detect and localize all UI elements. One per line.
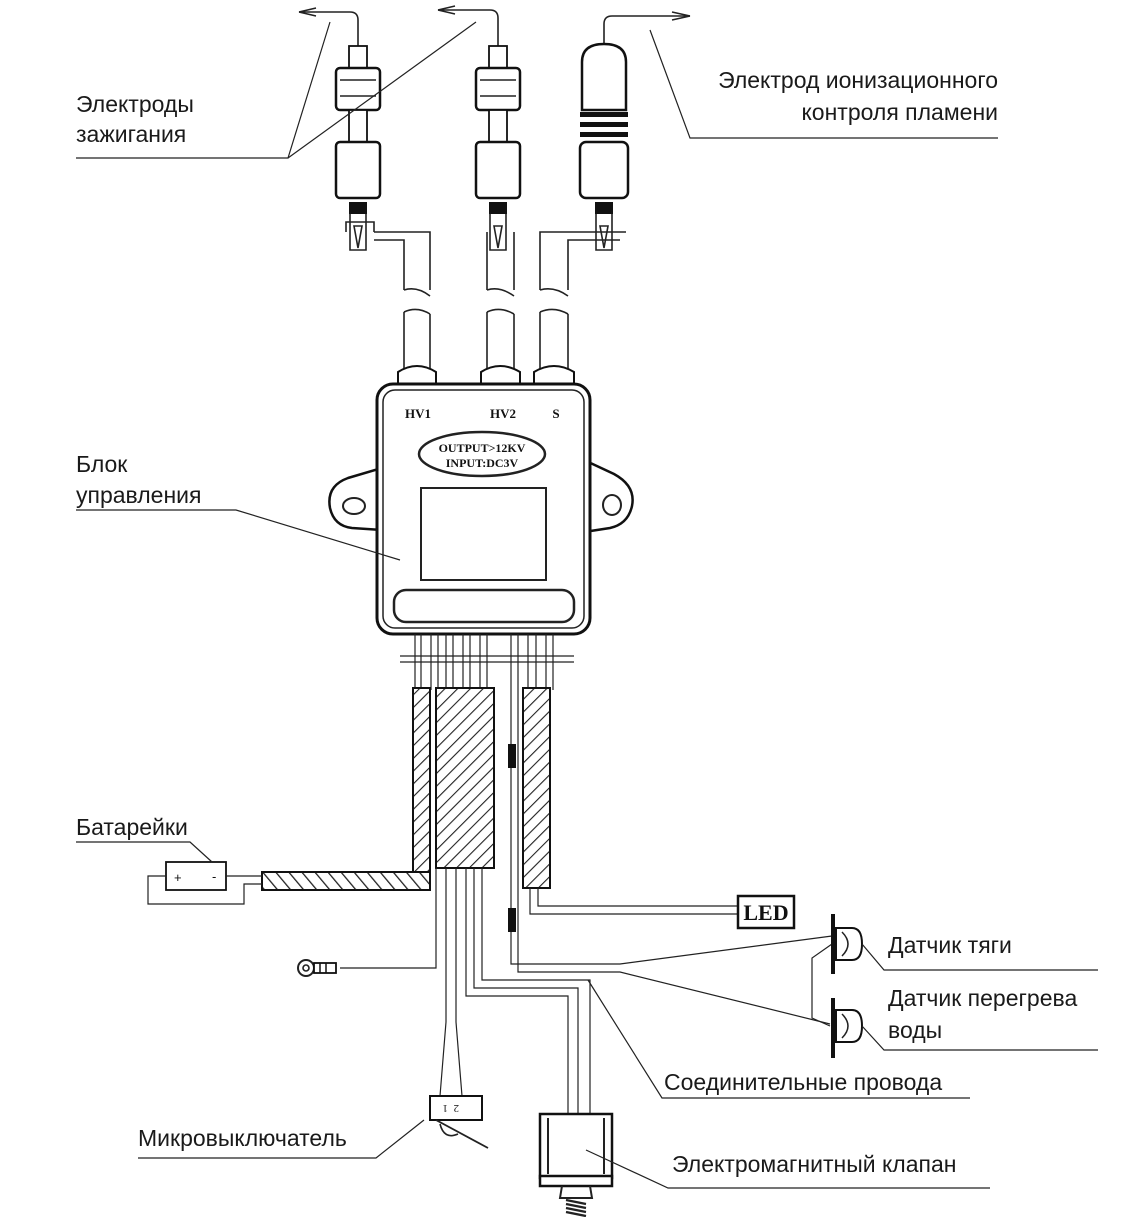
microswitch-icon: 1 2 <box>429 1095 489 1149</box>
ignition-electrode-2 <box>437 5 522 251</box>
led-indicator: LED <box>736 894 796 930</box>
led-label: LED <box>743 900 788 925</box>
label-microswitch: Микровыключатель <box>138 1125 347 1151</box>
input-rating: INPUT:DC3V <box>446 456 519 470</box>
harness-wires <box>297 690 833 1114</box>
battery-plus: + <box>174 870 182 885</box>
label-solenoid-valve: Электромагнитный клапан <box>672 1151 956 1177</box>
terminal-hv2: HV2 <box>490 406 516 421</box>
label-ignition-electrodes-line1: Электроды <box>76 91 194 117</box>
control-unit: HV1 HV2 S OUTPUT>12KV INPUT:DC3V <box>328 382 634 636</box>
overheat-sensor-icon <box>831 998 864 1058</box>
label-flame-electrode-line1: Электрод ионизационного <box>718 67 998 93</box>
terminal-hv1: HV1 <box>405 406 431 421</box>
label-batteries: Батарейки <box>76 814 188 840</box>
solenoid-valve-icon <box>538 1112 614 1217</box>
switch-pin-2: 2 <box>454 1102 460 1114</box>
label-control-unit-line1: Блок <box>76 451 128 477</box>
battery-pack: + - <box>147 861 262 905</box>
label-connecting-wires: Соединительные провода <box>664 1069 942 1095</box>
unit-label-panel <box>420 487 547 581</box>
flame-control-electrode <box>578 11 691 251</box>
label-ignition-electrodes-line2: зажигания <box>76 121 186 147</box>
mount-hole-left <box>342 497 366 515</box>
ignition-electrode-1 <box>298 7 382 251</box>
mount-hole-right <box>602 494 622 516</box>
terminal-s: S <box>552 406 559 421</box>
label-overheat-sensor-line2: воды <box>888 1017 942 1043</box>
label-control-unit-line2: управления <box>76 482 201 508</box>
draft-sensor-icon <box>831 914 864 974</box>
label-draft-sensor: Датчик тяги <box>888 932 1012 958</box>
label-overheat-sensor-line1: Датчик перегрева <box>888 985 1077 1011</box>
label-flame-electrode-line2: контроля пламени <box>801 99 998 125</box>
electrode-rings <box>580 112 628 137</box>
leader-lines <box>76 21 1098 1189</box>
rating-oval <box>417 430 547 478</box>
wire-sleeves <box>261 687 551 891</box>
switch-pin-1: 1 <box>443 1102 449 1114</box>
hv-cables <box>345 221 626 385</box>
unit-bottom-slot <box>392 588 576 624</box>
ground-terminal-icon <box>297 959 337 977</box>
battery-minus: - <box>212 869 216 884</box>
wire-bundle-top <box>400 634 574 690</box>
output-rating: OUTPUT>12KV <box>439 441 526 455</box>
